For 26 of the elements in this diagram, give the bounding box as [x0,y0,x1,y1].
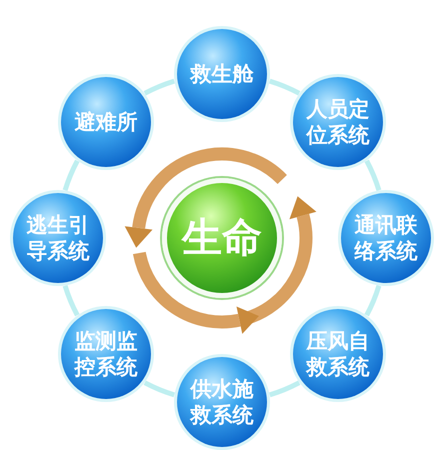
node-label: 救生舱 [188,60,254,88]
center-circle [162,178,282,298]
node-label: 通讯联络系统 [353,212,418,264]
node-label: 压风自救系统 [304,328,370,380]
ring-line [144,78,176,96]
system-circle [292,77,383,168]
node-label: 监测监控系统 [73,328,139,380]
system-circle [177,357,267,447]
system-circle [61,77,152,168]
system-circle [61,308,152,399]
ring-line [364,284,382,316]
system-circle [292,308,383,399]
node-label: 避难所 [74,108,139,136]
node-label: 人员定位系统 [305,96,370,148]
ring-line [62,284,80,316]
node-label: 生命 [180,214,263,263]
node-label: 逃生引导系统 [26,212,90,264]
ring-line [268,380,300,398]
node-label: 供水施救系统 [188,376,254,428]
ring-line [268,78,300,96]
system-circle [177,29,267,119]
ring-line [62,160,80,192]
system-circle [341,193,431,283]
ring-line [144,380,176,398]
system-circle [13,193,103,283]
ring-line [364,160,382,192]
